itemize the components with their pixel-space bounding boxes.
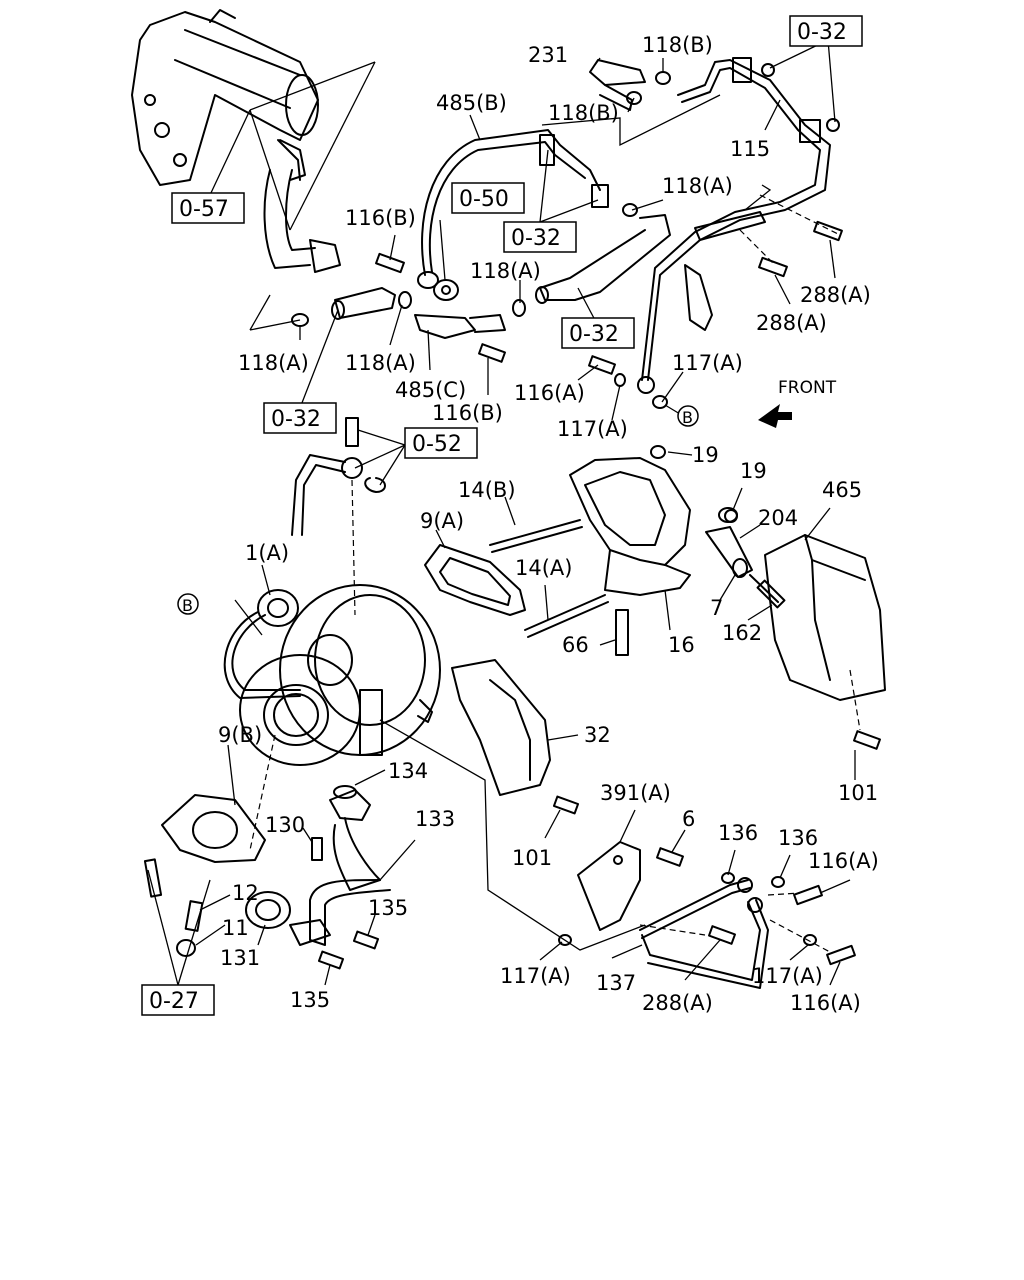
svg-text:0-32: 0-32: [797, 20, 847, 45]
ref-box-0-32-right: 0-32: [561, 317, 635, 349]
svg-text:0-32: 0-32: [271, 407, 321, 432]
label-14b: 14(B): [458, 478, 516, 502]
gasket-9a-part: [424, 544, 526, 616]
marker-b-left: B: [177, 593, 199, 615]
hardware-parts: [143, 63, 881, 970]
label-391a: 391(A): [600, 781, 671, 805]
ref-box-0-32-top: 0-32: [789, 15, 863, 47]
label-32: 32: [584, 723, 611, 747]
egr-pipe-part: [263, 139, 341, 273]
bracket-391a-part: [577, 841, 641, 931]
heat-shield-32-part: [451, 659, 551, 796]
ref-box-0-32-left: 0-32: [263, 402, 337, 434]
label-101-right: 101: [838, 781, 878, 805]
svg-text:0-27: 0-27: [149, 989, 199, 1014]
hose-right-part: [535, 211, 766, 331]
ref-box-0-50: 0-50: [451, 182, 525, 214]
label-118a-right: 118(A): [662, 174, 733, 198]
label-66: 66: [562, 633, 589, 657]
label-118a-center: 118(A): [470, 259, 541, 283]
label-116a-mid: 116(A): [514, 381, 585, 405]
label-11: 11: [222, 916, 249, 940]
gasket-0-50-part: [433, 279, 459, 301]
short-hose-part: [331, 287, 506, 339]
label-14a: 14(A): [515, 556, 572, 580]
marker-b-right: B: [677, 405, 699, 427]
label-136-right: 136: [778, 826, 818, 850]
label-115: 115: [730, 137, 770, 161]
egr-cooler-part: [131, 9, 319, 186]
label-116a-right1: 116(A): [808, 849, 879, 873]
svg-text:B: B: [682, 408, 693, 427]
ref-box-0-32-mid: 0-32: [503, 221, 577, 253]
label-288a-bottom: 288(A): [642, 991, 713, 1015]
oil-return-pipe-part: [289, 789, 391, 946]
label-465: 465: [822, 478, 862, 502]
label-288a-right1: 288(A): [800, 283, 871, 307]
label-288a-right2: 288(A): [756, 311, 827, 335]
exhaust-adapter-part: [489, 457, 691, 656]
label-118b-mid: 118(B): [548, 101, 619, 125]
label-9b: 9(B): [218, 723, 262, 747]
label-12: 12: [232, 881, 259, 905]
label-7: 7: [710, 596, 723, 620]
label-117a-lower: 117(A): [557, 417, 628, 441]
label-162: 162: [722, 621, 762, 645]
label-118b-top: 118(B): [642, 33, 713, 57]
svg-text:0-57: 0-57: [179, 197, 229, 222]
gasket-131-part: [245, 891, 291, 929]
label-204: 204: [758, 506, 798, 530]
heat-shield-465-part: [764, 534, 886, 701]
svg-text:0-52: 0-52: [412, 432, 462, 457]
label-117a-bottom-left: 117(A): [500, 964, 571, 988]
ref-box-0-57: 0-57: [171, 192, 245, 224]
label-135-right: 135: [368, 896, 408, 920]
turbocharger-part: [223, 584, 441, 766]
label-118a-left1: 118(A): [238, 351, 309, 375]
svg-text:B: B: [182, 596, 193, 615]
label-19-right: 19: [740, 459, 767, 483]
front-label: FRONT: [778, 378, 837, 398]
label-134: 134: [388, 759, 428, 783]
svg-text:0-50: 0-50: [459, 187, 509, 212]
pipe-485b-part: [417, 129, 609, 289]
connection-lines: [249, 194, 861, 953]
oil-feed-pipe-part: [291, 417, 386, 536]
circle-markers: B B: [177, 405, 699, 615]
label-116a-bottom: 116(A): [790, 991, 861, 1015]
label-117a-bottom-right: 117(A): [752, 964, 823, 988]
label-136-left: 136: [718, 821, 758, 845]
label-1a: 1(A): [245, 541, 289, 565]
ref-box-0-52: 0-52: [404, 427, 478, 459]
label-19-top: 19: [692, 443, 719, 467]
label-485c: 485(C): [395, 378, 466, 402]
svg-text:0-32: 0-32: [511, 226, 561, 251]
label-131: 131: [220, 946, 260, 970]
label-118a-left2: 118(A): [345, 351, 416, 375]
label-485b: 485(B): [436, 91, 507, 115]
label-16: 16: [668, 633, 695, 657]
svg-text:0-32: 0-32: [569, 322, 619, 347]
label-9a: 9(A): [420, 509, 464, 533]
label-101-center: 101: [512, 846, 552, 870]
front-arrow: [758, 404, 792, 428]
label-117a-upper: 117(A): [672, 351, 743, 375]
label-137: 137: [596, 971, 636, 995]
ref-box-0-27: 0-27: [141, 984, 215, 1016]
boxed-references: 0-57 0-32 0-50 0-32 0-32 0-32 0-52 0-27: [141, 15, 863, 1016]
label-133: 133: [415, 807, 455, 831]
oil-pipe-137-part: [639, 877, 769, 989]
label-130: 130: [265, 813, 305, 837]
label-116b-mid: 116(B): [432, 401, 503, 425]
gasket-9b-part: [161, 794, 266, 863]
label-231: 231: [528, 43, 568, 67]
label-116b-top: 116(B): [345, 206, 416, 230]
label-6: 6: [682, 807, 695, 831]
label-135-bottom: 135: [290, 988, 330, 1012]
leader-lines: [147, 39, 856, 986]
callout-labels: 231 118(B) 485(B) 118(B) 115 118(A) 116(…: [218, 33, 879, 1015]
